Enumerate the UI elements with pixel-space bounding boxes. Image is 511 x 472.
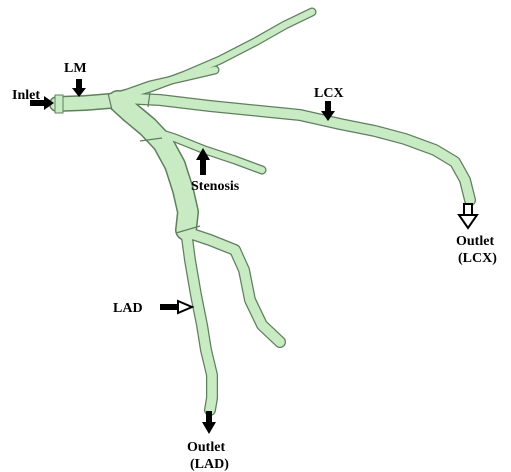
- vessel-lad-distal-fill: [186, 230, 212, 410]
- vessel-second-branch-fill: [122, 70, 215, 95]
- vessel-outline: [57, 12, 470, 410]
- outlet-lcx-label-line2: (LCX): [458, 251, 497, 266]
- lm-label: LM: [64, 61, 87, 76]
- lad-arrow-icon: [160, 301, 192, 313]
- vessel-fill: [57, 12, 470, 410]
- lad-label: LAD: [113, 301, 143, 316]
- inlet-cap: [55, 95, 63, 113]
- arrows: [30, 79, 477, 434]
- lm-arrow-icon: [72, 79, 86, 97]
- inlet-label: Inlet: [12, 88, 40, 103]
- stenosis-label: Stenosis: [191, 179, 240, 194]
- outlet-lcx-label-line1: Outlet: [456, 234, 494, 249]
- outlet-lad-label-line2: (LAD): [190, 457, 229, 472]
- outlet-lcx-arrow-icon: [459, 204, 477, 228]
- lcx-label: LCX: [314, 86, 344, 101]
- outlet-lad-label-line1: Outlet: [187, 440, 225, 455]
